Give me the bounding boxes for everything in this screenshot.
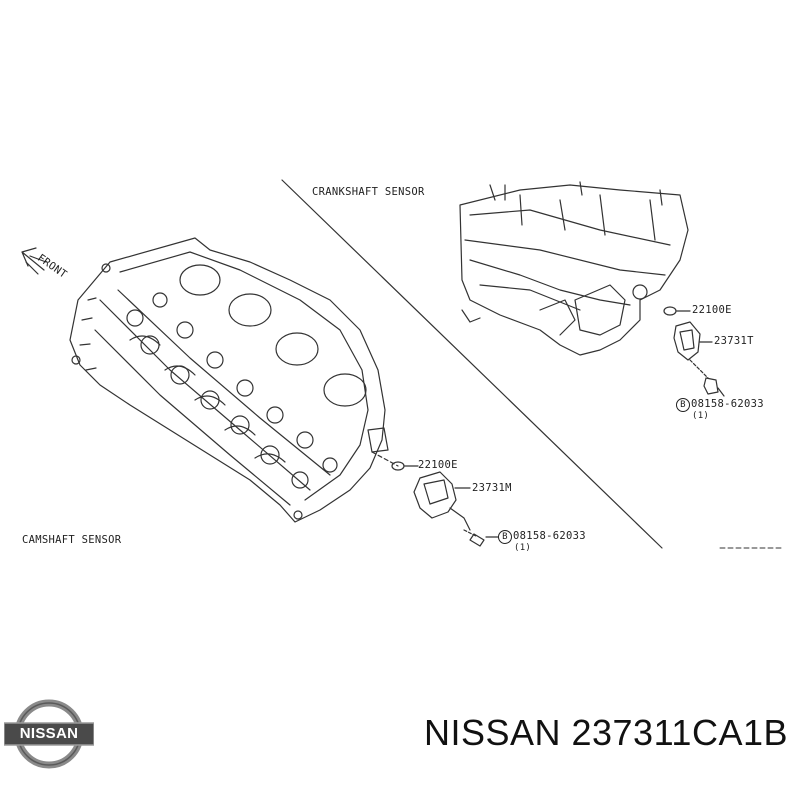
- crank-sensor-body: [673, 321, 701, 361]
- cam-bolt-qty: (1): [514, 543, 532, 553]
- cam-bolt-code: 08158-62033: [513, 530, 586, 542]
- crank-bolt-qty: (1): [692, 411, 710, 421]
- crank-sensor-part-number: 23731T: [714, 335, 754, 347]
- cam-oring-part-number: 22100E: [418, 459, 458, 471]
- section-divider: [281, 179, 663, 549]
- crankshaft-sensor-label: CRANKSHAFT SENSOR: [312, 186, 425, 198]
- cam-oring-drawing: [391, 461, 405, 471]
- crank-oring-part-number: 22100E: [692, 304, 732, 316]
- logo-text: NISSAN: [19, 725, 79, 742]
- crankshaft-sensor-drawing: [663, 306, 725, 397]
- engine-block-drawing: [459, 181, 689, 356]
- nissan-logo: NISSAN: [3, 696, 95, 776]
- part-title: NISSAN 237311CA1B: [423, 712, 788, 753]
- cam-bolt-drawing: [469, 533, 485, 547]
- cylinder-head-drawing: [69, 237, 389, 523]
- nissan-logo-icon: [3, 699, 95, 769]
- crank-bolt-code: 08158-62033: [691, 398, 764, 410]
- bolt-marker: B: [676, 398, 690, 412]
- cam-sensor-body: [413, 471, 457, 519]
- camshaft-sensor-drawing: [371, 451, 499, 547]
- crank-bolt-drawing: [703, 377, 719, 395]
- front-arrow-icon: [21, 247, 47, 275]
- cam-sensor-part-number: 23731M: [472, 482, 512, 494]
- camshaft-sensor-label: CAMSHAFT SENSOR: [22, 534, 122, 546]
- crank-oring-drawing: [663, 306, 677, 316]
- bolt-marker: B: [498, 530, 512, 544]
